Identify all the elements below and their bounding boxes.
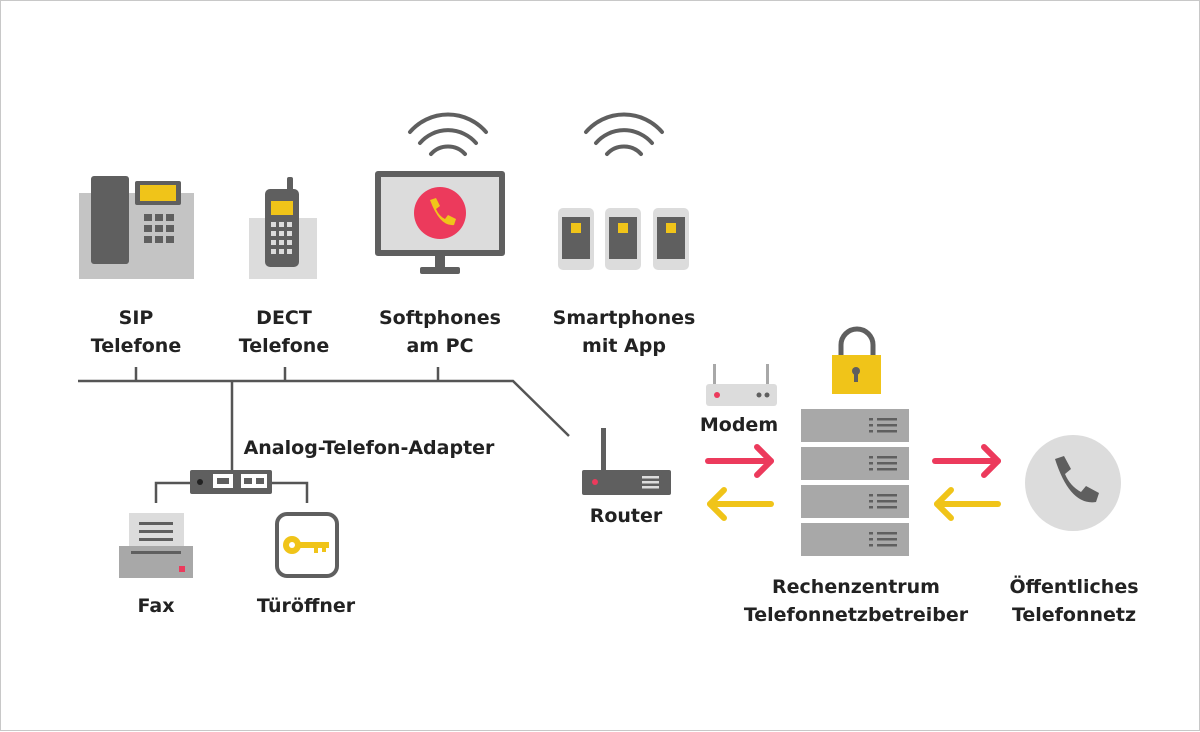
- softphones-label: Softphones am PC: [379, 304, 501, 360]
- modem-label: Modem: [700, 411, 778, 439]
- public-network-label: Öffentliches Telefonnetz: [1009, 573, 1138, 629]
- door-opener-label-text: Türöffner: [256, 595, 356, 617]
- router-icon: [582, 428, 671, 495]
- dect-phones-label: DECT Telefone: [239, 304, 329, 360]
- modem-icon: [706, 364, 777, 406]
- softphones-label-line2: am PC: [406, 335, 474, 357]
- fax-link-line: [154, 481, 191, 503]
- fax-label: Fax: [138, 592, 175, 620]
- smartphones-icon: [558, 208, 689, 270]
- fax-icon: [119, 513, 193, 578]
- softphones-label-line1: Softphones: [379, 307, 501, 329]
- analog-adapter-icon: [190, 470, 272, 494]
- sip-label-line1: SIP: [118, 307, 154, 329]
- fax-label-text: Fax: [137, 595, 175, 617]
- phone-handset-circle-icon: [1025, 435, 1121, 531]
- datacenter-label-line1: Rechenzentrum: [772, 576, 940, 598]
- padlock-icon: [832, 326, 881, 394]
- desk-phone-icon: [79, 176, 194, 279]
- modem-label-text: Modem: [699, 414, 779, 436]
- public-network-label-line1: Öffentliches: [1009, 576, 1139, 598]
- wifi-icon-2: [584, 112, 664, 156]
- smartphones-label: Smartphones mit App: [553, 304, 696, 360]
- dect-label-line2: Telefone: [238, 335, 330, 357]
- sip-label-line2: Telefone: [90, 335, 182, 357]
- adapter-label-text: Analog-Telefon-Adapter: [243, 437, 495, 459]
- public-network-label-line2: Telefonnetz: [1011, 604, 1137, 626]
- datacenter-label: Rechenzentrum Telefonnetzbetreiber: [744, 573, 968, 629]
- sip-phones-label: SIP Telefone: [91, 304, 181, 360]
- server-rack-icon: [801, 409, 909, 556]
- router-label: Router: [590, 502, 663, 530]
- bus-line: [78, 379, 570, 437]
- dect-label-line1: DECT: [256, 307, 312, 329]
- datacenter-label-line2: Telefonnetzbetreiber: [743, 604, 969, 626]
- door-opener-label: Türöffner: [257, 592, 355, 620]
- arrow-left-yellow-icon: [707, 487, 774, 521]
- cordless-phone-icon: [249, 177, 317, 279]
- smartphones-label-line1: Smartphones: [552, 307, 696, 329]
- door-opener-key-icon: [275, 512, 339, 578]
- arrow-left-yellow-icon-2: [934, 487, 1001, 521]
- router-label-text: Router: [589, 505, 663, 527]
- door-link-line: [271, 481, 309, 503]
- connection-lines: [78, 367, 570, 503]
- smartphones-label-line2: mit App: [582, 335, 666, 357]
- wifi-icon: [408, 112, 488, 156]
- monitor-softphone-icon: [375, 171, 505, 274]
- arrow-right-red-icon-2: [932, 444, 1001, 478]
- arrow-right-red-icon: [705, 444, 774, 478]
- adapter-label: Analog-Telefon-Adapter: [244, 434, 495, 462]
